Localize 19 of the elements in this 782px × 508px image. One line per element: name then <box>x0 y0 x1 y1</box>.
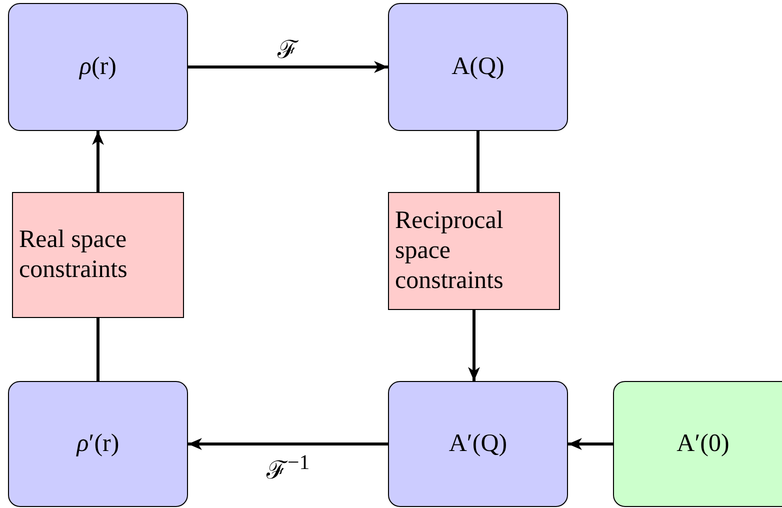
constraint-box <box>388 192 560 310</box>
process-box <box>388 381 568 507</box>
start-box <box>613 381 782 507</box>
arrow <box>188 438 388 450</box>
node-text: ρ(r) <box>80 52 116 82</box>
process-box <box>8 3 188 131</box>
process-box <box>8 381 188 507</box>
arrow <box>188 61 388 73</box>
arrow <box>92 131 104 192</box>
node-text: A(Q) <box>452 52 504 82</box>
arrow <box>468 310 480 381</box>
process-box <box>388 3 568 131</box>
node-text: A′(Q) <box>448 429 508 459</box>
constraint-box <box>12 192 184 318</box>
arrow <box>568 438 613 450</box>
node-text: Reciprocal space constraints <box>395 206 504 296</box>
node-text: Real space constraints <box>19 225 128 285</box>
node-text: ρ′(r) <box>76 429 120 459</box>
node-text: A′(0) <box>676 429 730 459</box>
